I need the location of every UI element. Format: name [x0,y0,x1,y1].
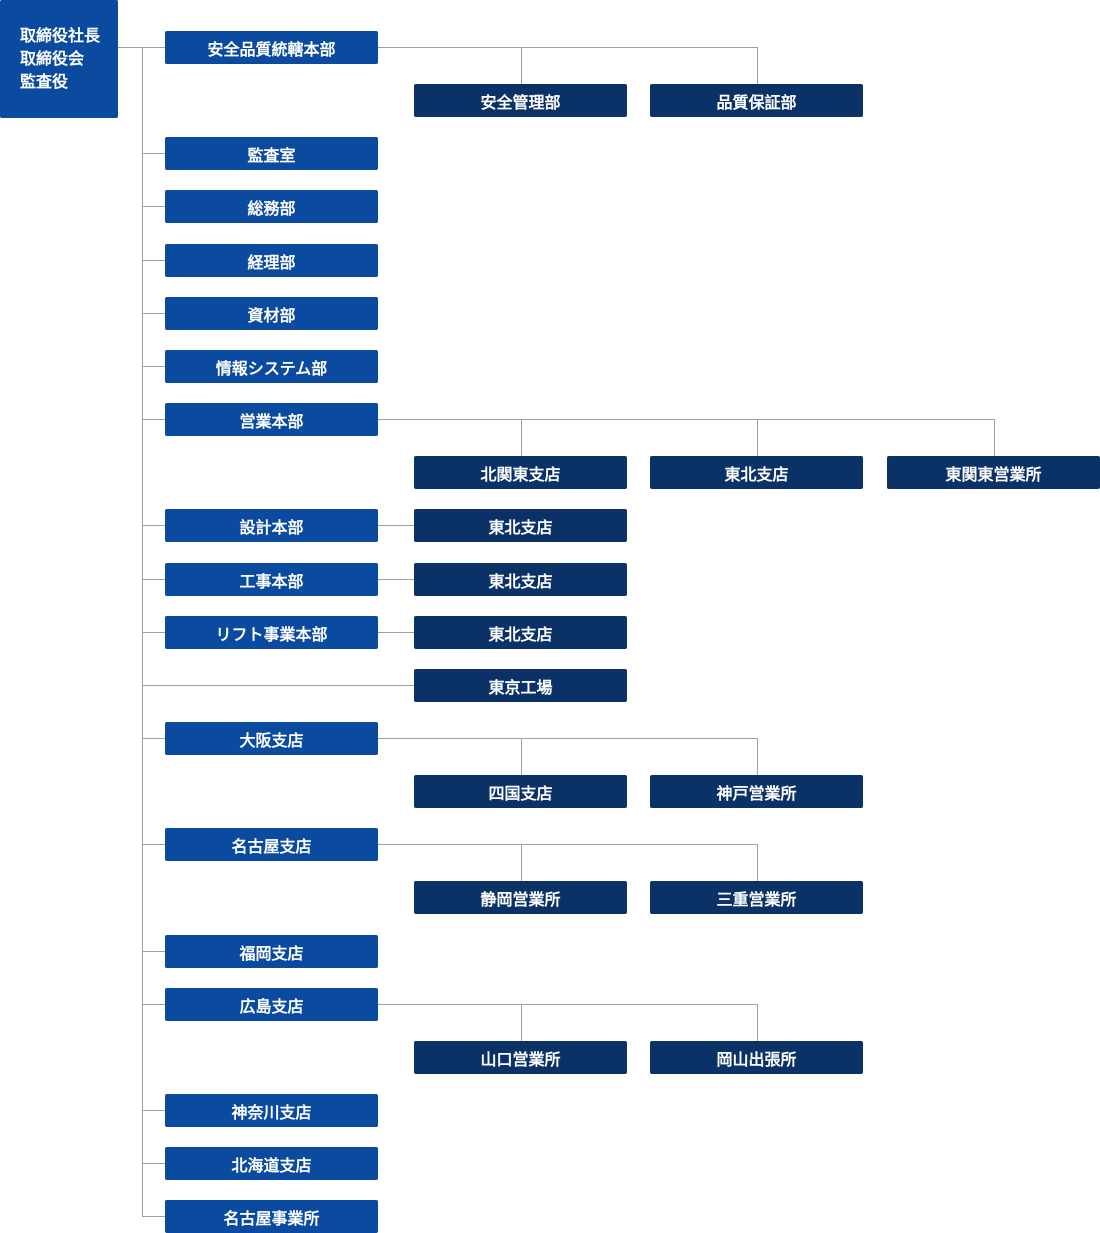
dept-box: 名古屋事業所 [165,1200,378,1233]
root-connector [118,47,142,48]
drop-connector [757,47,758,84]
dept-box: 監査室 [165,137,378,170]
child-box: 東京工場 [414,669,627,702]
child-box: 品質保証部 [650,84,863,117]
branch-connector [378,1004,758,1005]
child-box: 東北支店 [414,616,627,649]
drop-connector [521,419,522,456]
trunk-connector [142,419,165,420]
dept-box: 経理部 [165,244,378,277]
trunk-connector [142,1110,165,1111]
root-line-1: 取締役社長 [20,26,101,45]
drop-connector [757,844,758,881]
dept-box: 大阪支店 [165,722,378,755]
dept-box: 工事本部 [165,563,378,596]
drop-connector [994,419,995,456]
trunk-connector [142,1216,165,1217]
drop-connector [521,844,522,881]
child-box: 岡山出張所 [650,1041,863,1074]
trunk-connector [142,579,165,580]
drop-connector [757,419,758,456]
dept-box: 名古屋支店 [165,828,378,861]
root-line-3: 監査役 [20,72,69,91]
trunk-connector [142,844,165,845]
dept-box: 総務部 [165,190,378,223]
inline-connector [378,632,414,633]
dept-box: 情報システム部 [165,350,378,383]
branch-connector [378,47,758,48]
branch-connector [378,844,758,845]
drop-connector [521,738,522,775]
child-box: 東北支店 [650,456,863,489]
trunk-connector [142,366,165,367]
branch-connector [378,419,995,420]
trunk-connector [142,47,165,48]
trunk-connector [142,685,414,686]
trunk-connector [142,632,165,633]
child-box: 神戸営業所 [650,775,863,808]
branch-connector [378,738,758,739]
trunk-connector [142,206,165,207]
child-box: 四国支店 [414,775,627,808]
child-box: 東北支店 [414,509,627,542]
inline-connector [378,525,414,526]
drop-connector [757,738,758,775]
root-line-2: 取締役会 [20,49,85,68]
child-box: 山口営業所 [414,1041,627,1074]
child-box: 三重営業所 [650,881,863,914]
trunk-connector [142,951,165,952]
drop-connector [757,1004,758,1041]
root-box: 取締役社長 取締役会 監査役 [0,0,118,118]
inline-connector [378,579,414,580]
dept-box: 安全品質統轄本部 [165,31,378,64]
child-box: 北関東支店 [414,456,627,489]
drop-connector [521,1004,522,1041]
dept-box: 神奈川支店 [165,1094,378,1127]
child-box: 東北支店 [414,563,627,596]
trunk-connector [142,525,165,526]
dept-box: 資材部 [165,297,378,330]
trunk-line [142,47,143,1217]
dept-box: 福岡支店 [165,935,378,968]
dept-box: 設計本部 [165,509,378,542]
drop-connector [521,47,522,84]
dept-box: 広島支店 [165,988,378,1021]
trunk-connector [142,313,165,314]
dept-box: 営業本部 [165,403,378,436]
dept-box: 北海道支店 [165,1147,378,1180]
trunk-connector [142,260,165,261]
dept-box: リフト事業本部 [165,616,378,649]
child-box: 東関東営業所 [887,456,1100,489]
child-box: 静岡営業所 [414,881,627,914]
trunk-connector [142,738,165,739]
trunk-connector [142,1004,165,1005]
trunk-connector [142,1163,165,1164]
trunk-connector [142,153,165,154]
child-box: 安全管理部 [414,84,627,117]
